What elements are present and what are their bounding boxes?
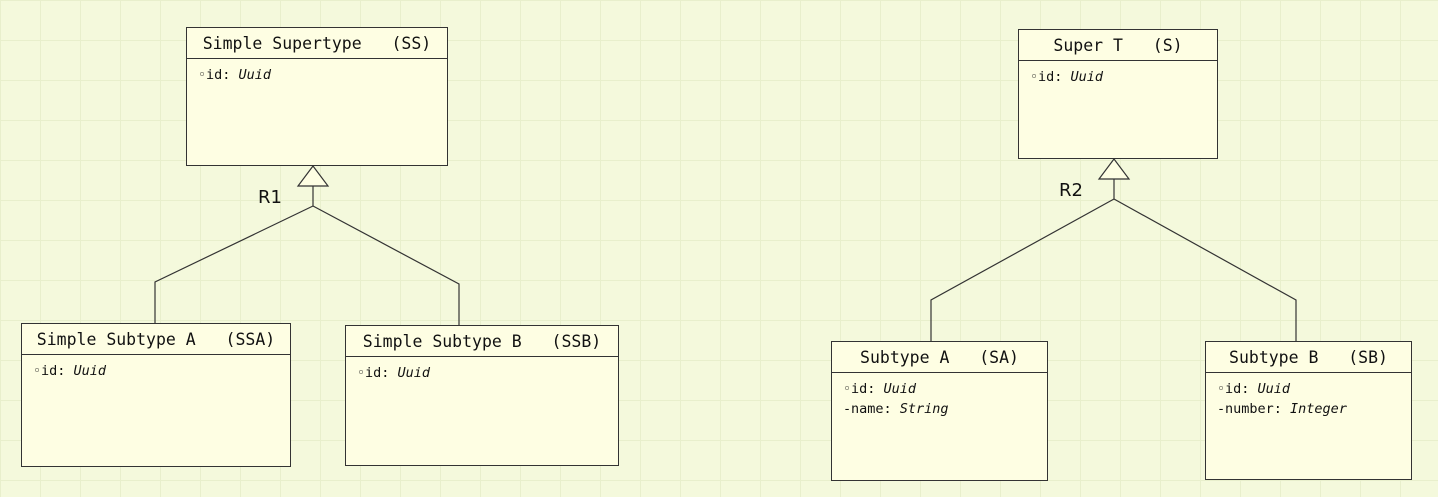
class-name: Simple Subtype A xyxy=(36,329,196,349)
class-simple-subtype-b[interactable]: Simple Subtype B (SSB) ◦id: Uuid xyxy=(345,325,619,466)
identifier-marker-icon: ◦ xyxy=(1217,381,1226,397)
attribute-name: id: xyxy=(365,365,390,381)
class-keyletter: (SSB) xyxy=(551,331,602,351)
attribute-list: ◦id: Uuid xyxy=(346,357,618,383)
attribute-list: ◦id: Uuid xyxy=(22,355,290,381)
class-simple-subtype-a[interactable]: Simple Subtype A (SSA) ◦id: Uuid xyxy=(21,323,291,467)
class-super-t[interactable]: Super T (S) ◦id: Uuid xyxy=(1018,29,1218,159)
attribute-name: number: xyxy=(1225,401,1282,417)
class-subtype-b[interactable]: Subtype B (SB) ◦id: Uuid -number: Intege… xyxy=(1205,341,1412,480)
attribute-type: Uuid xyxy=(1070,69,1104,85)
identifier-marker-icon: ◦ xyxy=(357,365,366,381)
r2-generalization-triangle[interactable] xyxy=(1097,158,1131,180)
class-name: Simple Subtype B xyxy=(362,331,522,351)
attribute-type: Uuid xyxy=(883,381,917,397)
class-header: Simple Subtype B (SSB) xyxy=(346,326,618,357)
attribute-name: id: xyxy=(1038,69,1063,85)
class-header: Simple Supertype (SS) xyxy=(187,28,447,59)
attribute-row[interactable]: -name: String xyxy=(843,399,1047,419)
attribute-type: String xyxy=(899,401,949,417)
private-marker-icon: - xyxy=(1217,401,1226,417)
identifier-marker-icon: ◦ xyxy=(198,67,207,83)
r2-branch-sa[interactable] xyxy=(930,198,1115,341)
attribute-row[interactable]: ◦id: Uuid xyxy=(357,363,618,383)
class-keyletter: (SB) xyxy=(1348,347,1388,367)
identifier-marker-icon: ◦ xyxy=(33,363,42,379)
class-name: Super T xyxy=(1053,35,1123,55)
identifier-marker-icon: ◦ xyxy=(843,381,852,397)
private-marker-icon: - xyxy=(843,401,852,417)
relationship-label-r2[interactable]: R2 xyxy=(1059,180,1083,201)
identifier-marker-icon: ◦ xyxy=(1030,69,1039,85)
attribute-row[interactable]: ◦id: Uuid xyxy=(843,379,1047,399)
attribute-row[interactable]: ◦id: Uuid xyxy=(33,361,290,381)
class-name: Simple Supertype xyxy=(202,33,362,53)
attribute-name: id: xyxy=(41,363,66,379)
class-name: Subtype A xyxy=(860,347,950,367)
attribute-list: ◦id: Uuid -name: String xyxy=(832,373,1047,419)
attribute-name: id: xyxy=(206,67,231,83)
attribute-row[interactable]: -number: Integer xyxy=(1217,399,1411,419)
class-keyletter: (SS) xyxy=(391,33,432,53)
attribute-name: id: xyxy=(851,381,876,397)
attribute-type: Uuid xyxy=(73,363,107,379)
r1-generalization-triangle[interactable] xyxy=(296,165,330,187)
class-name: Subtype B xyxy=(1229,347,1319,367)
r1-branch-ssb[interactable] xyxy=(312,205,460,325)
attribute-type: Uuid xyxy=(238,67,272,83)
class-header: Subtype A (SA) xyxy=(832,342,1047,373)
class-header: Simple Subtype A (SSA) xyxy=(22,324,290,355)
class-header: Super T (S) xyxy=(1019,30,1217,61)
r1-branch-ssa[interactable] xyxy=(154,205,314,323)
attribute-name: name: xyxy=(851,401,892,417)
class-keyletter: (SA) xyxy=(979,347,1019,367)
attribute-type: Uuid xyxy=(1257,381,1291,397)
attribute-list: ◦id: Uuid xyxy=(1019,61,1217,87)
attribute-list: ◦id: Uuid xyxy=(187,59,447,85)
class-keyletter: (SSA) xyxy=(225,329,276,349)
attribute-row[interactable]: ◦id: Uuid xyxy=(1030,67,1217,87)
attribute-type: Integer xyxy=(1290,401,1347,417)
class-subtype-a[interactable]: Subtype A (SA) ◦id: Uuid -name: String xyxy=(831,341,1048,481)
attribute-name: id: xyxy=(1225,381,1250,397)
relationship-label-r1[interactable]: R1 xyxy=(258,187,282,208)
attribute-list: ◦id: Uuid -number: Integer xyxy=(1206,373,1411,419)
class-simple-supertype[interactable]: Simple Supertype (SS) ◦id: Uuid xyxy=(186,27,448,166)
r2-branch-sb[interactable] xyxy=(1113,198,1297,341)
attribute-type: Uuid xyxy=(397,365,431,381)
attribute-row[interactable]: ◦id: Uuid xyxy=(1217,379,1411,399)
class-header: Subtype B (SB) xyxy=(1206,342,1411,373)
class-keyletter: (S) xyxy=(1152,35,1183,55)
attribute-row[interactable]: ◦id: Uuid xyxy=(198,65,447,85)
